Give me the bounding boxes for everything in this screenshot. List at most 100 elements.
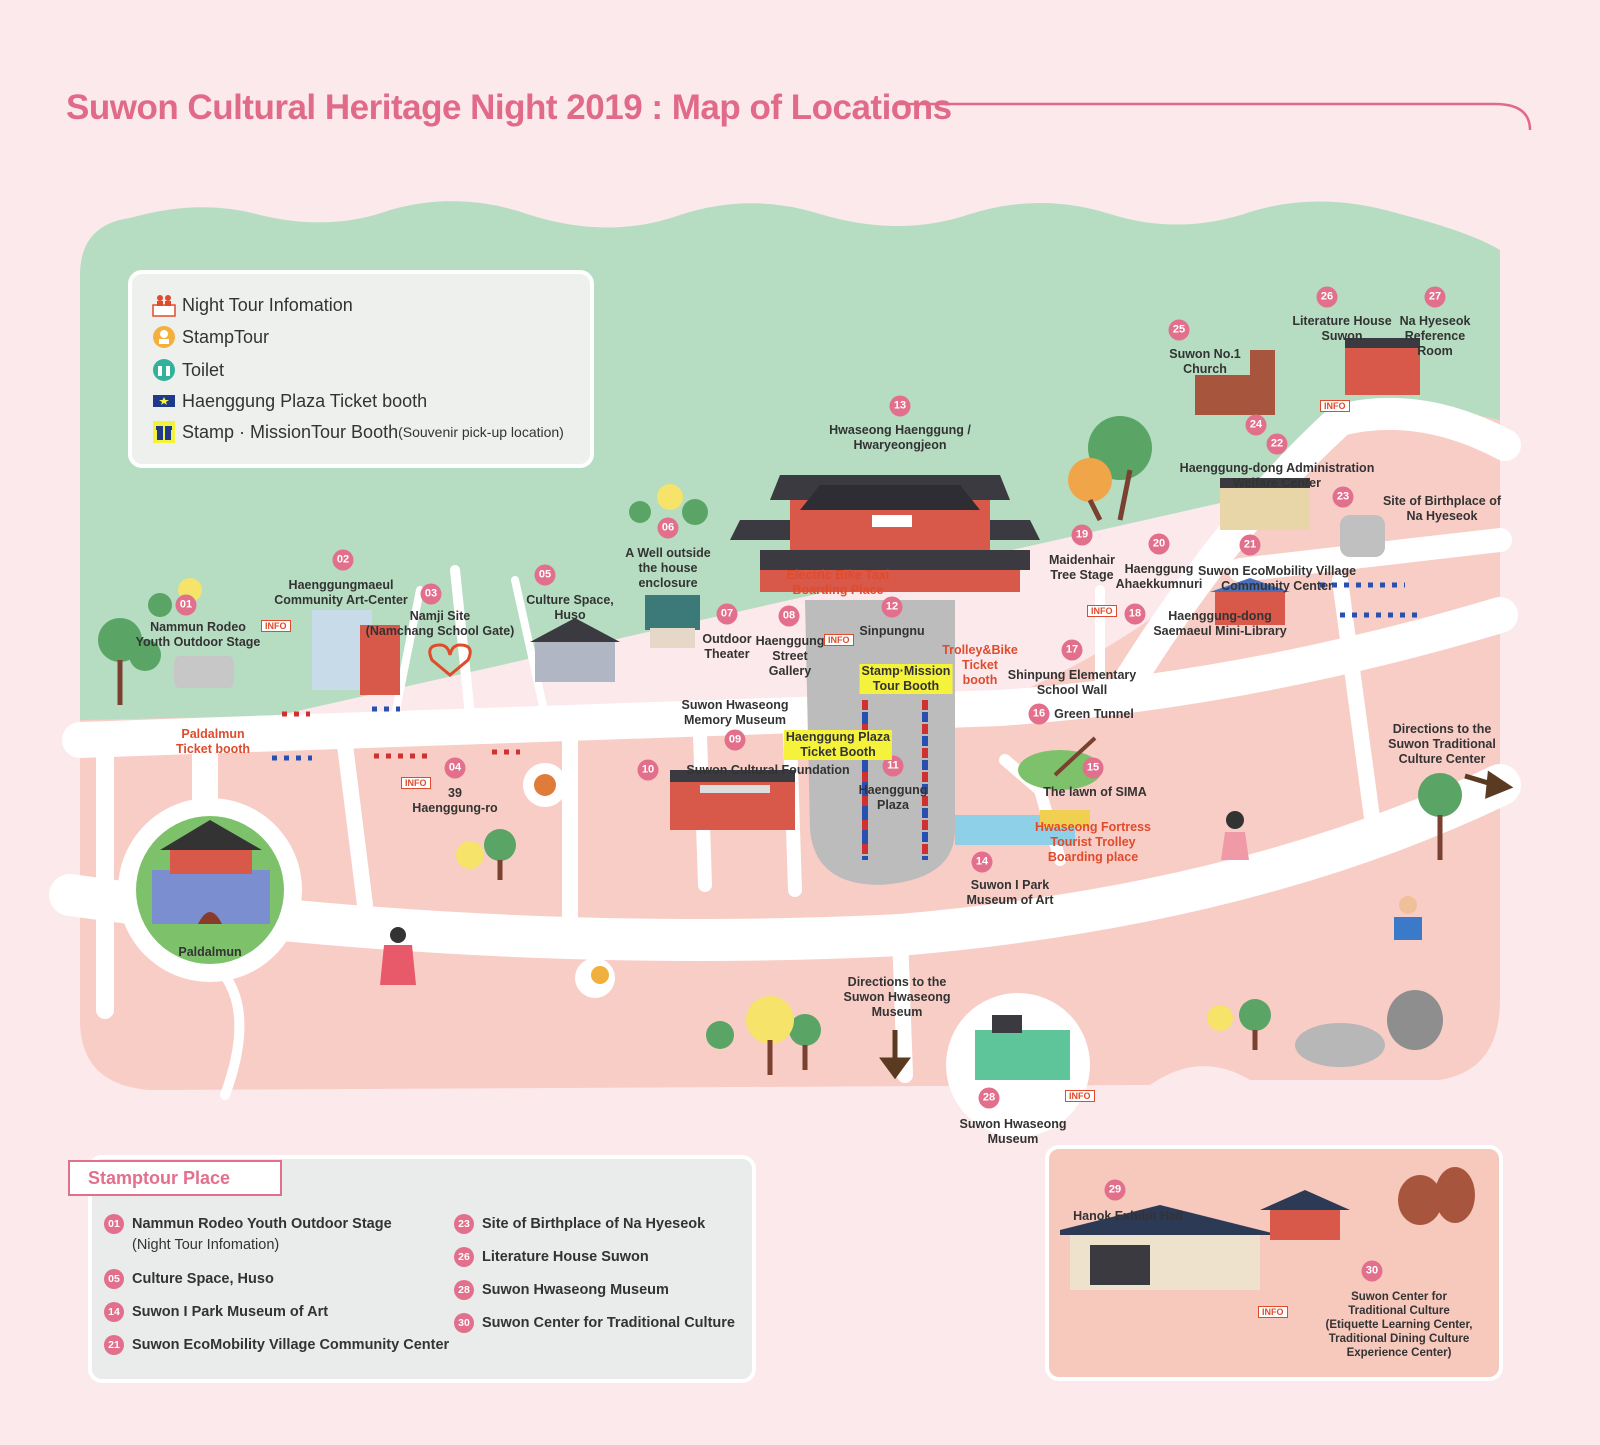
label-04: 39 Haenggung-ro bbox=[412, 786, 498, 815]
label-22: Haenggung-dong Administration Welfare Ce… bbox=[1179, 461, 1375, 490]
marker-03[interactable]: 03 bbox=[420, 583, 442, 605]
info-badge[interactable]: INFO bbox=[261, 620, 291, 632]
night-tour-info-icon bbox=[152, 295, 176, 317]
coffee-cup bbox=[523, 763, 567, 807]
stamp-tour-icon bbox=[153, 326, 175, 348]
marker-15[interactable]: 15 bbox=[1082, 757, 1104, 779]
label-16: Green Tunnel bbox=[1054, 707, 1134, 721]
marker-29[interactable]: 29 bbox=[1104, 1179, 1126, 1201]
marker-05[interactable]: 05 bbox=[534, 564, 556, 586]
road-markers bbox=[272, 582, 1418, 761]
marker-02[interactable]: 02 bbox=[332, 549, 354, 571]
marker-11[interactable]: 11 bbox=[882, 755, 904, 777]
info-badge[interactable]: INFO bbox=[824, 634, 854, 646]
legend-label: Toilet bbox=[182, 359, 225, 380]
marker-14[interactable]: 14 bbox=[971, 851, 993, 873]
label-12: Sinpungnu bbox=[859, 624, 925, 638]
info-badge[interactable]: INFO bbox=[1065, 1090, 1095, 1102]
marker-07[interactable]: 07 bbox=[716, 603, 738, 625]
marker-27[interactable]: 27 bbox=[1424, 286, 1446, 308]
info-badge[interactable]: INFO bbox=[401, 777, 431, 789]
label-paldalmun: Paldalmun bbox=[178, 945, 242, 959]
legend-item-stamptour: StampTour bbox=[152, 325, 269, 349]
marker-23[interactable]: 23 bbox=[1332, 486, 1354, 508]
suwon-no1-church bbox=[1195, 350, 1275, 415]
legend-item-night-tour: Night Tour Infomation bbox=[152, 293, 353, 317]
ipark-museum bbox=[955, 810, 1090, 845]
inset-artwork bbox=[1060, 1167, 1475, 1290]
marker-08[interactable]: 08 bbox=[778, 605, 800, 627]
legend-item-toilet: Toilet bbox=[152, 358, 224, 382]
people bbox=[380, 811, 1422, 985]
label-13: Hwaseong Haenggung / Hwaryeongjeon bbox=[829, 423, 971, 452]
legend-note: (Souvenir pick-up location) bbox=[398, 424, 564, 440]
marker-24[interactable]: 24 bbox=[1245, 414, 1267, 436]
label-17: Shinpung Elementary School Wall bbox=[1007, 668, 1137, 697]
info-badge[interactable]: INFO bbox=[1258, 1306, 1288, 1318]
community-art-center bbox=[312, 610, 400, 695]
marker-22[interactable]: 22 bbox=[1266, 433, 1288, 455]
suwon-cultural-foundation bbox=[670, 770, 795, 830]
trees bbox=[98, 416, 1462, 1075]
info-badge[interactable]: INFO bbox=[1087, 605, 1117, 617]
direction-arrows bbox=[879, 770, 1514, 1080]
mini-library bbox=[1210, 578, 1290, 625]
label-03: Namji Site (Namchang School Gate) bbox=[365, 609, 515, 638]
haenggung-palace bbox=[730, 475, 1040, 592]
label-05: Culture Space, Huso bbox=[526, 593, 614, 622]
heart-icon bbox=[428, 643, 472, 677]
hwaseong-museum-circle bbox=[946, 993, 1090, 1137]
label-07: Outdoor Theater bbox=[702, 632, 752, 661]
legend-panel bbox=[128, 270, 594, 468]
stamptour-panel bbox=[88, 1155, 756, 1383]
marker-13[interactable]: 13 bbox=[889, 395, 911, 417]
info-badge[interactable]: INFO bbox=[1320, 400, 1350, 412]
marker-10[interactable]: 10 bbox=[637, 759, 659, 781]
label-09: Suwon Hwaseong Memory Museum bbox=[681, 698, 789, 727]
label-28: Suwon Hwaseong Museum bbox=[959, 1117, 1067, 1146]
marker-17[interactable]: 17 bbox=[1061, 639, 1083, 661]
label-26: Literature House Suwon bbox=[1292, 314, 1392, 343]
marker-26[interactable]: 26 bbox=[1316, 286, 1338, 308]
marker-12[interactable]: 12 bbox=[881, 596, 903, 618]
marker-09[interactable]: 09 bbox=[724, 729, 746, 751]
label-trolley-boarding: Hwaseong Fortress Tourist Trolley Boardi… bbox=[1034, 820, 1152, 864]
legend-label: Night Tour Infomation bbox=[182, 294, 353, 315]
label-trolley-bike-booth: Trolley&Bike Ticket booth bbox=[942, 643, 1018, 687]
label-01: Nammun Rodeo Youth Outdoor Stage bbox=[135, 620, 261, 649]
marker-16[interactable]: 16 bbox=[1028, 703, 1050, 725]
marker-21[interactable]: 21 bbox=[1239, 534, 1261, 556]
label-dir-traditional-center: Directions to the Suwon Traditional Cult… bbox=[1388, 722, 1496, 766]
birthplace-stone bbox=[1340, 515, 1385, 557]
marker-25[interactable]: 25 bbox=[1168, 319, 1190, 341]
paldalmun-gate bbox=[118, 798, 302, 982]
marker-20[interactable]: 20 bbox=[1148, 533, 1170, 555]
marker-19[interactable]: 19 bbox=[1071, 524, 1093, 546]
marker-30[interactable]: 30 bbox=[1361, 1260, 1383, 1282]
marker-28[interactable]: 28 bbox=[978, 1087, 1000, 1109]
rocks bbox=[1295, 990, 1443, 1067]
legend-label: StampTour bbox=[182, 326, 270, 347]
label-29: Hanok Exhibit Hall bbox=[1073, 1209, 1183, 1223]
welfare-center bbox=[1220, 478, 1310, 530]
literature-house bbox=[1345, 338, 1420, 395]
label-10: Suwon Cultural Foundation bbox=[686, 763, 850, 777]
marker-04[interactable]: 04 bbox=[444, 757, 466, 779]
culture-space-huso bbox=[530, 618, 620, 682]
well-structure bbox=[645, 595, 700, 648]
gift-booth-icon bbox=[153, 421, 175, 443]
toilet-icon bbox=[153, 359, 175, 381]
stage-sign bbox=[174, 656, 234, 688]
legend-item-ticket-booth: Haenggung Plaza Ticket booth bbox=[152, 389, 427, 413]
label-15: The lawn of SIMA bbox=[1043, 785, 1147, 799]
label-11: Haenggung Plaza bbox=[858, 783, 928, 812]
marker-06[interactable]: 06 bbox=[657, 517, 679, 539]
label-19: Maidenhair Tree Stage bbox=[1049, 553, 1115, 582]
marker-18[interactable]: 18 bbox=[1124, 603, 1146, 625]
marker-01[interactable]: 01 bbox=[175, 594, 197, 616]
label-stamp-mission-booth: Stamp·Mission Tour Booth bbox=[859, 664, 953, 694]
